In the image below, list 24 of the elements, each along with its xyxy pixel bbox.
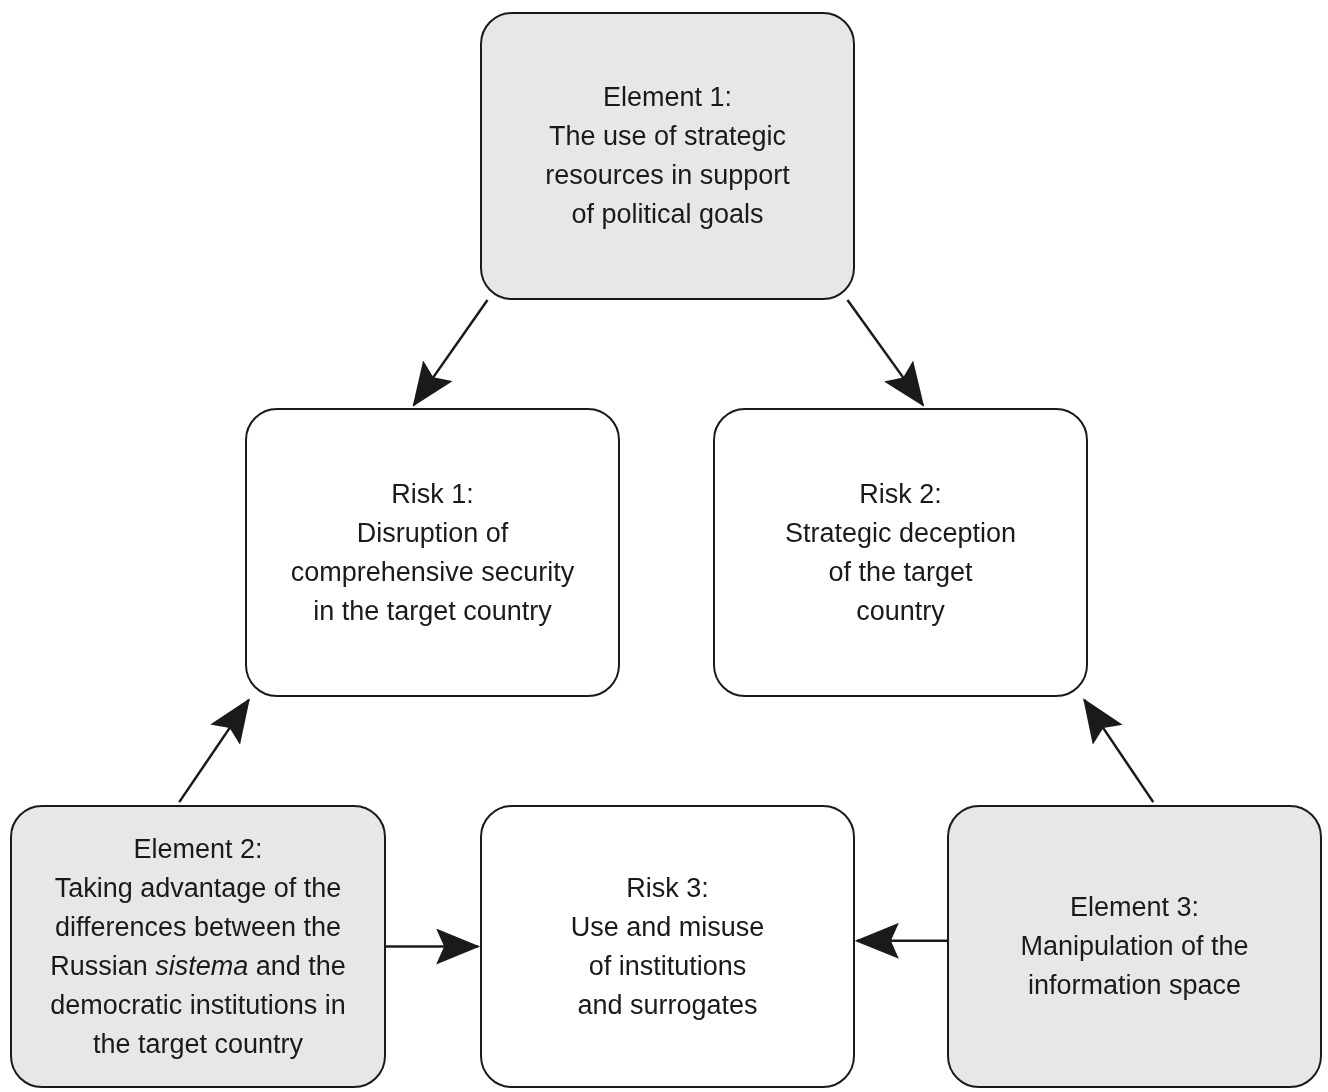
- box-text: Manipulation of the information space: [1019, 930, 1250, 1002]
- arrow: [386, 928, 481, 965]
- box-text: Disruption of comprehensive security in the target country: [289, 516, 576, 628]
- arrow: [1083, 698, 1155, 803]
- arrow: [412, 299, 489, 407]
- box-heading: Element 3:: [1069, 891, 1200, 924]
- risk-box: [245, 408, 620, 697]
- box-text: The use of strategic resources in support of political goals: [544, 120, 791, 231]
- risk-box: [713, 408, 1088, 697]
- element-box: [10, 805, 386, 1088]
- box-text: Strategic deception of the target country: [783, 516, 1018, 628]
- box-heading: Risk 1:: [391, 477, 474, 511]
- risk-box: [480, 805, 855, 1088]
- arrow: [854, 922, 947, 959]
- box-heading: Risk 3:: [626, 871, 709, 905]
- box-text: Use and misuse of institutions and surrogates: [569, 910, 766, 1022]
- box-heading: Risk 2:: [859, 477, 942, 511]
- element-box: [480, 12, 855, 300]
- box-heading: Element 1:: [602, 81, 733, 114]
- box-heading: Element 2:: [133, 832, 263, 866]
- arrow: [846, 299, 925, 407]
- element-box: [947, 805, 1322, 1088]
- box-text: Taking advantage of the differences between the Russian sistema and the democratic institutions in the target country: [49, 871, 347, 1061]
- arrow: [178, 698, 250, 803]
